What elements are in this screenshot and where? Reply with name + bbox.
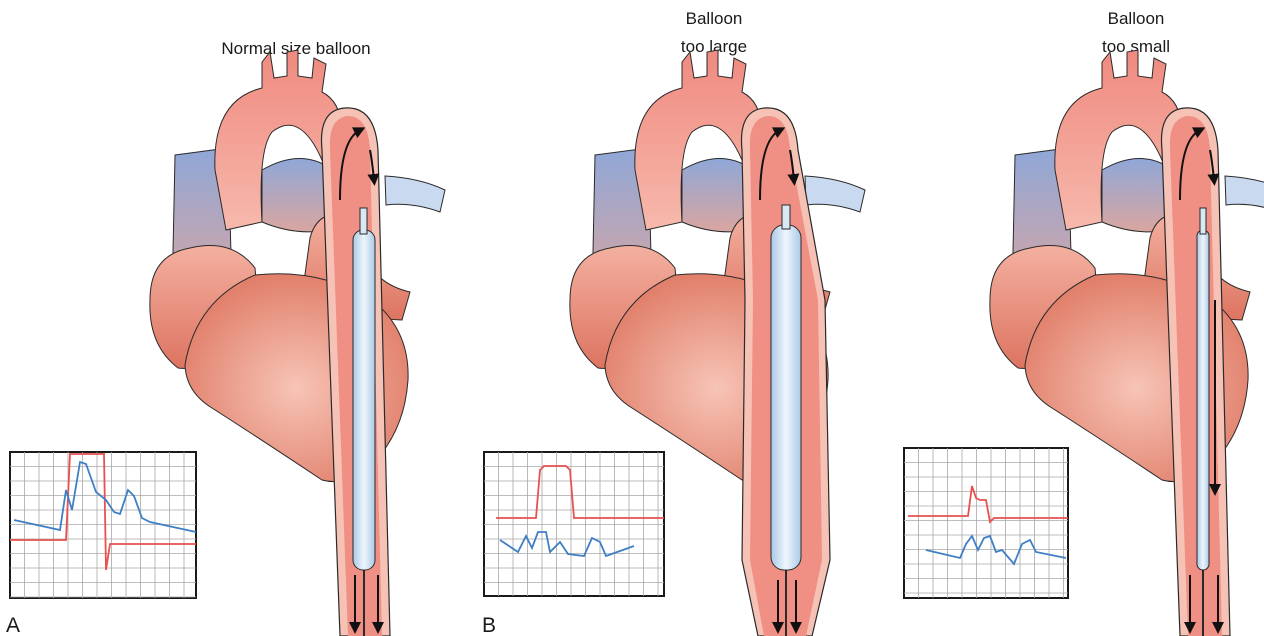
panel-c-balloon: [1197, 230, 1209, 570]
panel-a-letter: A: [6, 614, 20, 636]
panel-a-monitor: [10, 452, 196, 598]
panel-c-caption: Balloon too small: [1102, 9, 1170, 56]
panel-c-monitor: [904, 448, 1068, 598]
panel-b-balloon: [771, 225, 801, 570]
panel-a-balloon: [353, 230, 375, 570]
panel-b-caption-line-1: Balloon: [686, 9, 743, 28]
panel-b-monitor: [484, 452, 664, 596]
panel-b-caption: Balloon too large: [681, 9, 747, 56]
panel-c-caption-line-1: Balloon: [1108, 9, 1165, 28]
panel-b-letter: B: [482, 614, 496, 636]
